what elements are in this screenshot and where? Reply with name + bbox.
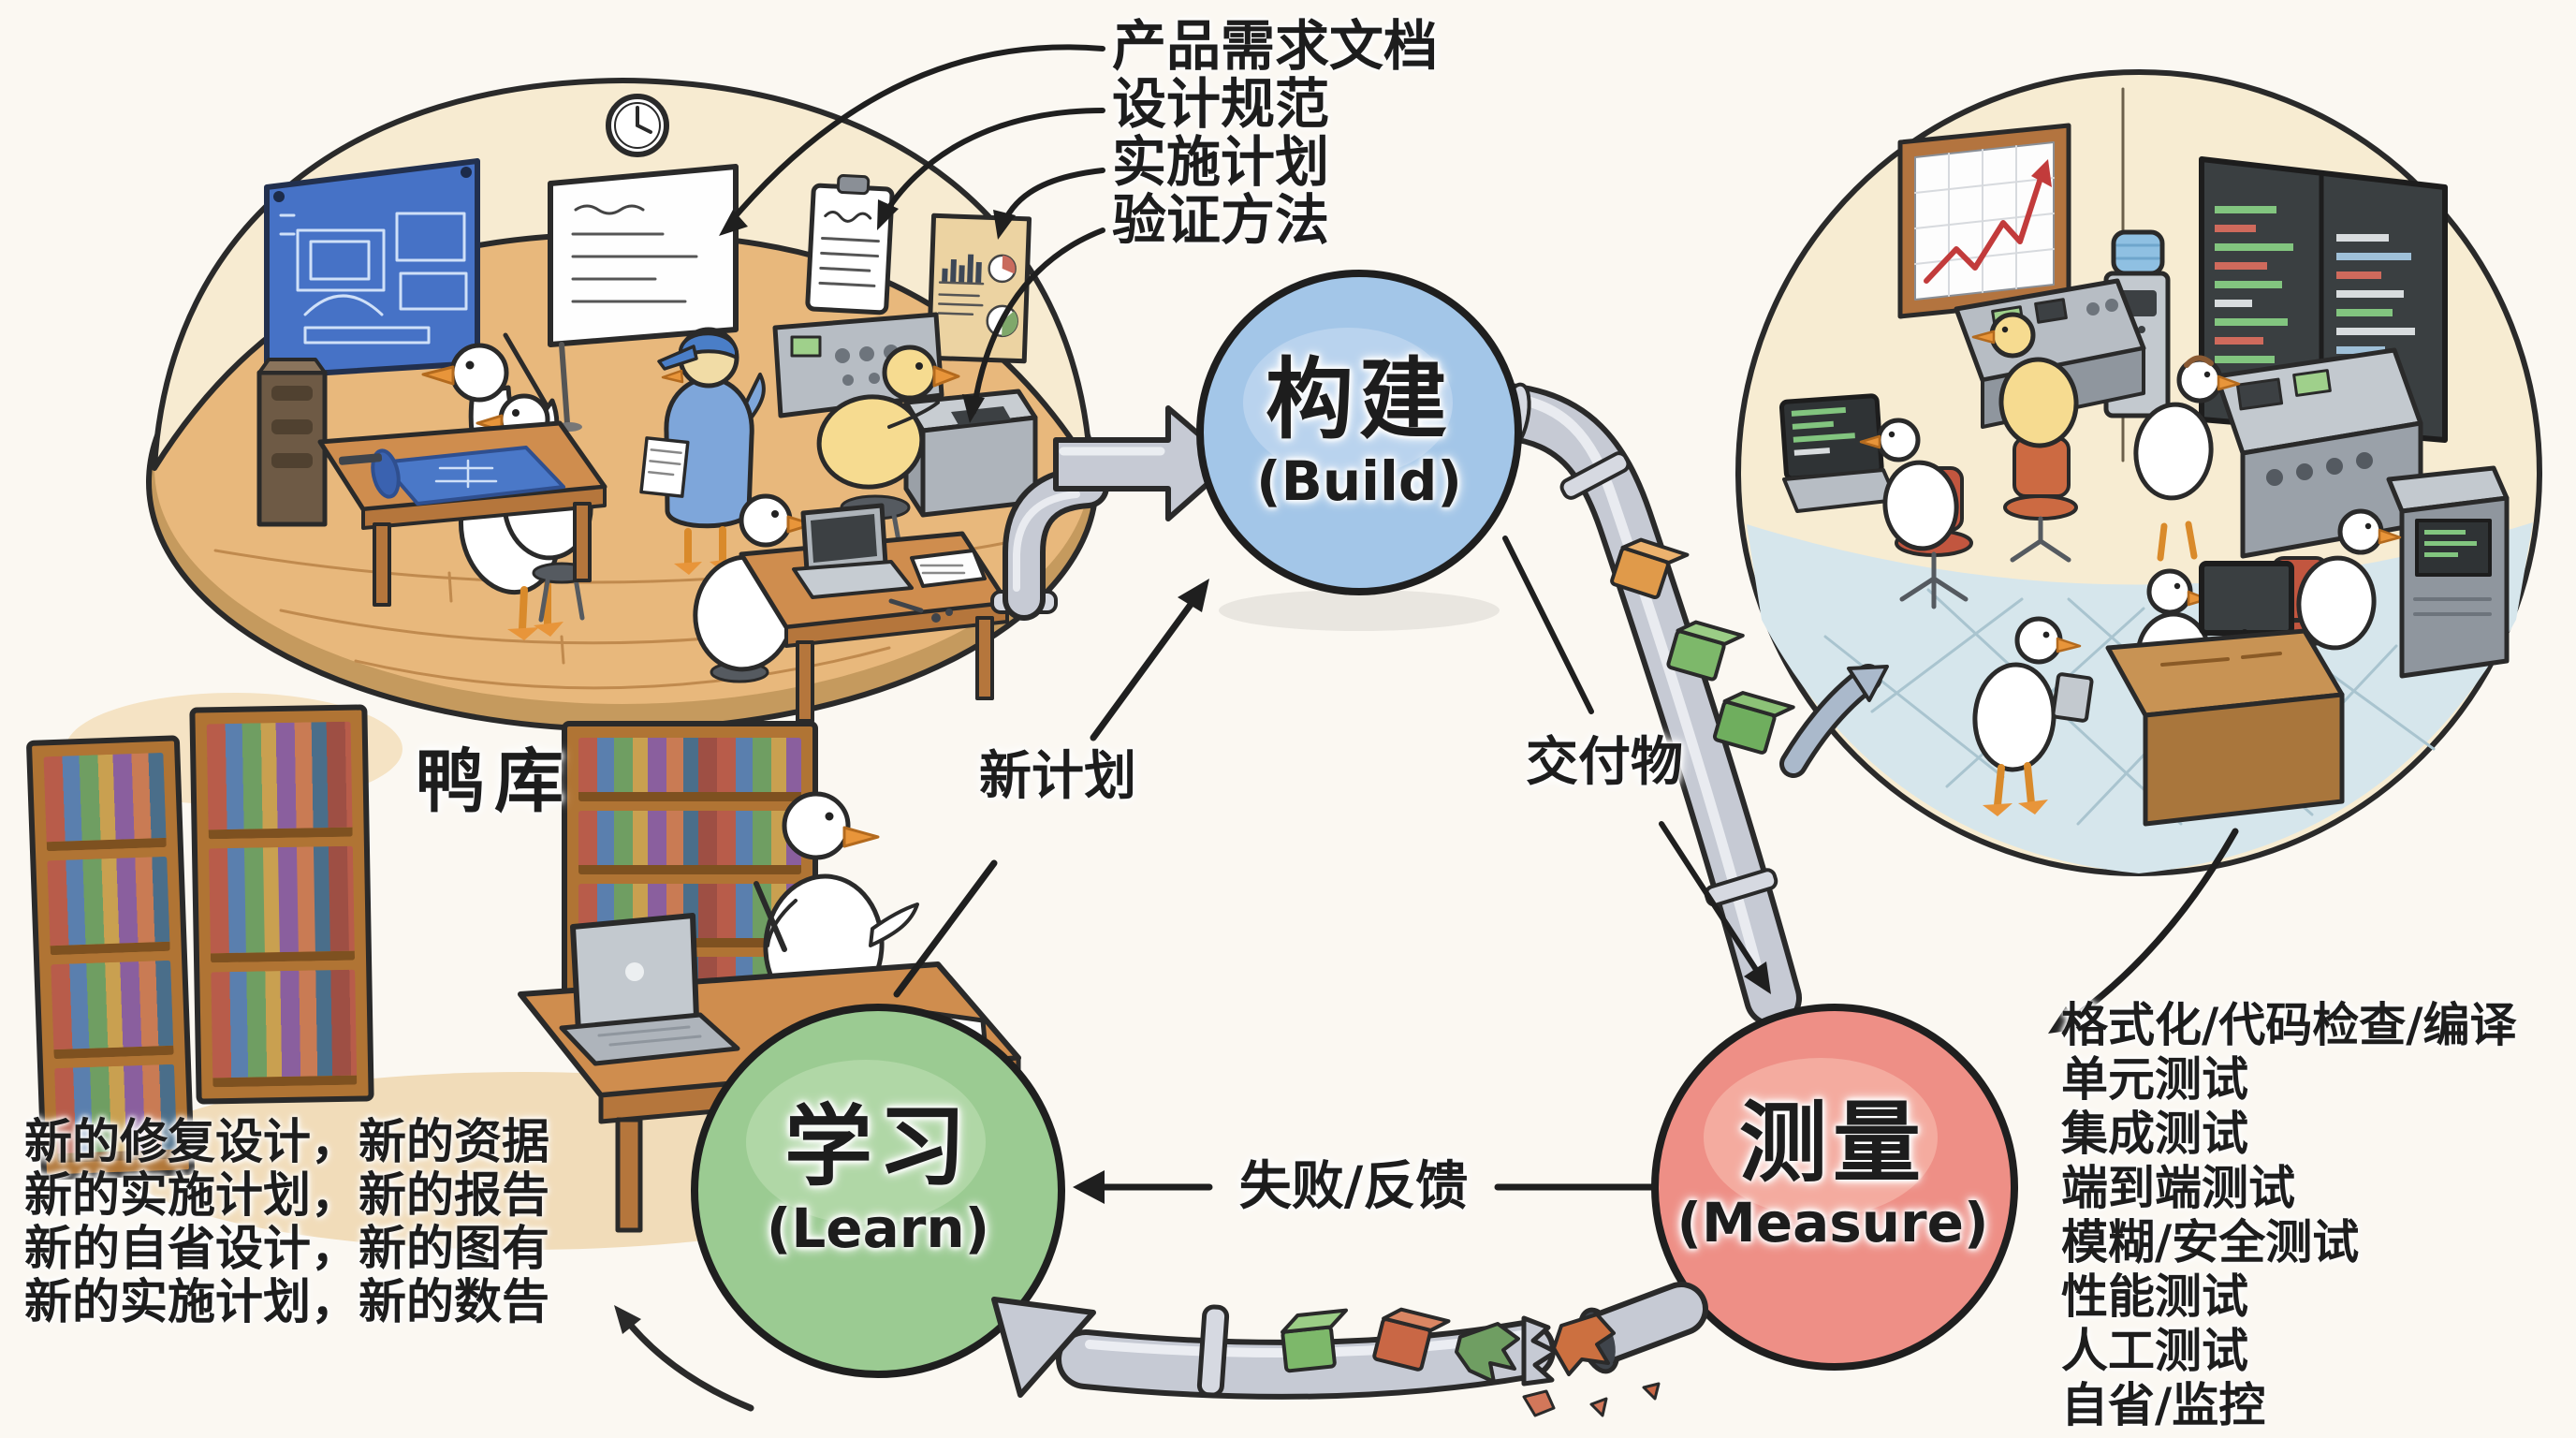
notebook-icon — [910, 549, 987, 588]
learn-label-en: (Learn) — [766, 1196, 990, 1260]
build-node — [1196, 270, 1522, 631]
feedback-blocks — [1281, 1307, 1661, 1417]
blueprint-table — [317, 420, 607, 607]
bookshelf-right — [562, 721, 818, 1037]
metrics-chart-frame — [1897, 123, 2071, 319]
arrow-fail-feedback — [1073, 1170, 1655, 1204]
learn-output-item: 新的实施计划，新的数告 — [24, 1275, 550, 1330]
checklist-item: 单元测试 — [2061, 1052, 2248, 1107]
blueprint-scroll — [371, 446, 565, 506]
learn-output-item: 新的自省设计，新的图有 — [24, 1222, 550, 1277]
duck-monitor-4 — [2296, 508, 2402, 651]
learn-output-item: 新的修复设计，新的资据 — [24, 1115, 550, 1170]
deliverable-blocks — [1610, 537, 1795, 755]
wall-clock-icon — [606, 94, 669, 157]
annotation-item: 实施计划 — [1112, 130, 1330, 194]
whiteboard — [548, 164, 739, 432]
annotation-item: 验证方法 — [1112, 188, 1330, 252]
checklist-item: 格式化/代码检查/编译 — [2061, 998, 2517, 1052]
arrow-new-plan — [893, 579, 1209, 998]
library-desk-scene — [518, 791, 1021, 1233]
annotation-item: 产品需求文档 — [1112, 14, 1439, 78]
pipe-arrowhead — [991, 1297, 1096, 1398]
edge-label-new-plan: 新计划 — [979, 746, 1136, 807]
measure-node — [1651, 1004, 2018, 1371]
edge-label-fail-feedback: 失败/反馈 — [1238, 1156, 1469, 1217]
laptop-icon — [559, 913, 740, 1066]
duck-monitor-2 — [1971, 312, 2079, 448]
top-annotation-list: 产品需求文档 设计规范 实施计划 验证方法 — [1112, 17, 1438, 249]
measure-checklist: 格式化/代码检查/编译 单元测试 集成测试 端到端测试 模糊/安全测试 性能测试… — [2061, 998, 2517, 1432]
annotation-item: 设计规范 — [1112, 72, 1330, 136]
book-row — [578, 738, 801, 801]
library-label: 鸭库 — [416, 741, 573, 822]
arrow-deliverables — [1502, 536, 1771, 994]
duck-monitor-6 — [1972, 616, 2094, 816]
terminal-left — [1778, 393, 1898, 513]
laptop-icon — [792, 503, 914, 599]
pipe-build-to-measure — [1480, 382, 1802, 1027]
arrow-room-to-measure — [2048, 828, 2239, 1034]
measure-label-en: (Measure) — [1676, 1191, 1989, 1255]
pipe-broken-end — [1521, 1315, 1559, 1387]
checklist-item: 性能测试 — [2061, 1269, 2248, 1324]
clipboard — [805, 174, 895, 315]
learn-output-item: 新的实施计划，新的报告 — [24, 1168, 550, 1224]
learn-label-zh: 学习 — [783, 1096, 973, 1198]
edge-label-deliverables: 交付物 — [1526, 732, 1683, 793]
duck-monitor-3 — [2133, 355, 2241, 562]
room-entry-arrow — [1779, 664, 1889, 778]
checklist-item: 模糊/安全测试 — [2061, 1215, 2360, 1269]
checklist-item: 集成测试 — [2061, 1107, 2248, 1161]
learn-outputs: 新的修复设计，新的资据 新的实施计划，新的报告 新的自省设计，新的图有 新的实施… — [24, 1116, 549, 1329]
monitoring-room-scene — [1735, 69, 2542, 876]
chart-poster — [926, 213, 1032, 364]
arrow-learn-to-library — [614, 1305, 754, 1412]
duck-monitor-1 — [1859, 418, 1959, 551]
build-label-en: (Build) — [1256, 449, 1462, 513]
build-label-zh: 构建 — [1265, 349, 1454, 451]
learn-node — [691, 1004, 1065, 1378]
pipe-room-to-build — [1053, 405, 1235, 521]
measure-label-zh: 测量 — [1738, 1093, 1927, 1195]
book-row — [578, 811, 801, 874]
speaker-tower — [256, 358, 328, 527]
laptop-table — [739, 503, 1010, 723]
desk-bottom — [2105, 561, 2345, 827]
checklist-item: 自省/监控 — [2061, 1378, 2266, 1432]
checklist-item: 人工测试 — [2061, 1324, 2248, 1378]
terminal-right — [2386, 465, 2510, 679]
annotation-arrows — [719, 44, 1105, 423]
checklist-item: 端到端测试 — [2061, 1161, 2295, 1215]
pipe-measure-to-learn — [991, 1282, 1708, 1417]
